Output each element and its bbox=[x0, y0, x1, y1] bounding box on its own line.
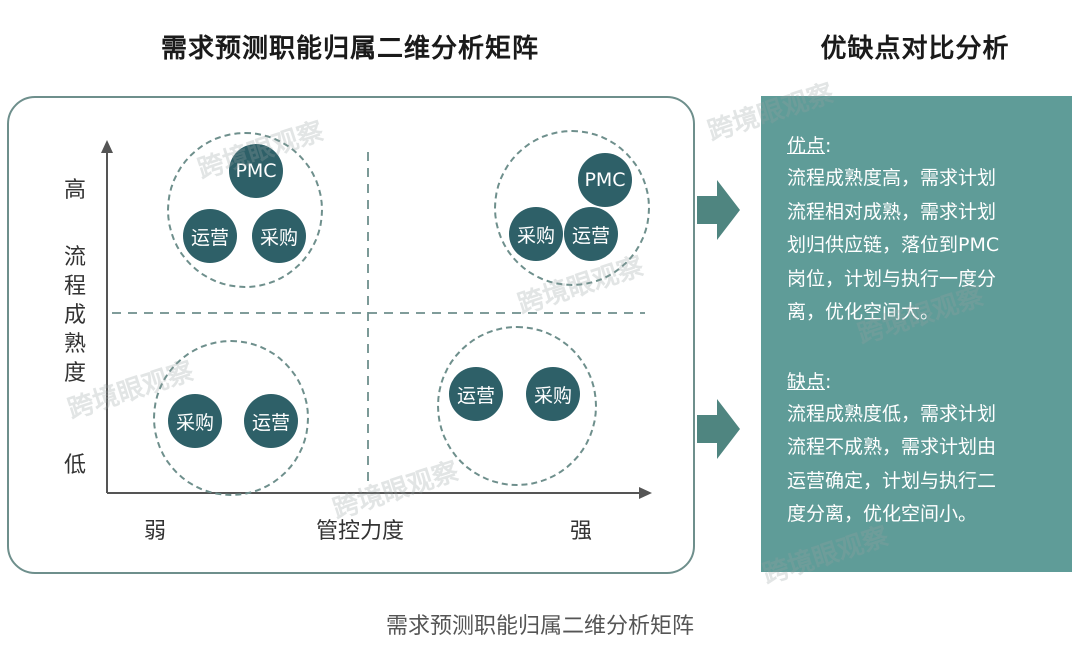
cons-colon: : bbox=[825, 370, 832, 393]
x-axis-high-label: 强 bbox=[570, 519, 593, 544]
pros-line: 流程成熟度高，需求计划 bbox=[787, 167, 997, 189]
node-procurement: 采购 bbox=[526, 367, 580, 421]
pros-line: 离，优化空间大。 bbox=[787, 301, 940, 323]
cons-line: 度分离，优化空间小。 bbox=[787, 503, 978, 525]
cluster-bottom-left bbox=[153, 340, 309, 496]
pros-line: 流程相对成熟，需求计划 bbox=[787, 200, 997, 223]
y-axis-title-char: 程 bbox=[63, 274, 86, 299]
node-operations: 运营 bbox=[449, 367, 503, 421]
cluster-bottom-right bbox=[437, 326, 597, 486]
comparison-panel: 优点: 流程成熟度高，需求计划 流程相对成熟，需求计划 划归供应链，落位到PMC… bbox=[761, 96, 1072, 572]
arrow-bottom bbox=[697, 399, 740, 459]
pros-line: 岗位，计划与执行一度分 bbox=[787, 267, 997, 290]
node-pmc: PMC bbox=[578, 153, 632, 207]
matrix-title: 需求预测职能归属二维分析矩阵 bbox=[160, 34, 539, 64]
cons-line: 流程成熟度低，需求计划 bbox=[787, 402, 997, 425]
node-operations: 运营 bbox=[564, 207, 618, 261]
y-axis-title: 流 程 成 熟 度 bbox=[55, 243, 95, 388]
pros-label: 优点 bbox=[787, 135, 826, 157]
matrix-frame bbox=[7, 96, 695, 574]
x-axis-title: 管控力度 bbox=[316, 519, 405, 544]
arrow-top bbox=[697, 180, 740, 240]
y-axis-title-char: 熟 bbox=[63, 332, 86, 357]
cons-title: 缺点: bbox=[787, 366, 1050, 398]
pros-body: 流程成熟度高，需求计划 流程相对成熟，需求计划 划归供应链，落位到PMC 岗位，… bbox=[787, 162, 1050, 330]
comparison-title: 优缺点对比分析 bbox=[820, 34, 1010, 64]
y-axis-title-char: 成 bbox=[63, 303, 86, 328]
pros-title: 优点: bbox=[787, 130, 1050, 162]
cons-line: 流程不成熟，需求计划由 bbox=[787, 436, 997, 458]
cluster-top-right bbox=[494, 130, 650, 286]
x-axis-low-label: 弱 bbox=[144, 519, 167, 544]
y-axis-arrowhead bbox=[101, 140, 113, 153]
node-operations: 运营 bbox=[244, 394, 298, 448]
pros-line: 划归供应链，落位到PMC bbox=[787, 234, 1000, 256]
node-procurement: 采购 bbox=[252, 209, 306, 263]
node-operations: 运营 bbox=[183, 209, 237, 263]
node-pmc: PMC bbox=[229, 144, 283, 198]
figure-caption: 需求预测职能归属二维分析矩阵 bbox=[385, 614, 694, 639]
cons-body: 流程成熟度低，需求计划 流程不成熟，需求计划由 运营确定，计划与执行二 度分离，… bbox=[787, 398, 1050, 532]
y-axis-high-label: 高 bbox=[63, 178, 86, 203]
x-axis-arrowhead bbox=[639, 487, 652, 499]
cons-label: 缺点 bbox=[787, 370, 826, 393]
pros-colon: : bbox=[825, 135, 832, 157]
y-axis-title-char: 度 bbox=[63, 361, 86, 386]
y-axis-title-char: 流 bbox=[63, 245, 86, 270]
cons-line: 运营确定，计划与执行二 bbox=[787, 469, 997, 492]
node-procurement: 采购 bbox=[168, 394, 222, 448]
cluster-top-left bbox=[167, 132, 323, 288]
node-procurement: 采购 bbox=[509, 207, 563, 261]
y-axis-low-label: 低 bbox=[63, 453, 86, 478]
